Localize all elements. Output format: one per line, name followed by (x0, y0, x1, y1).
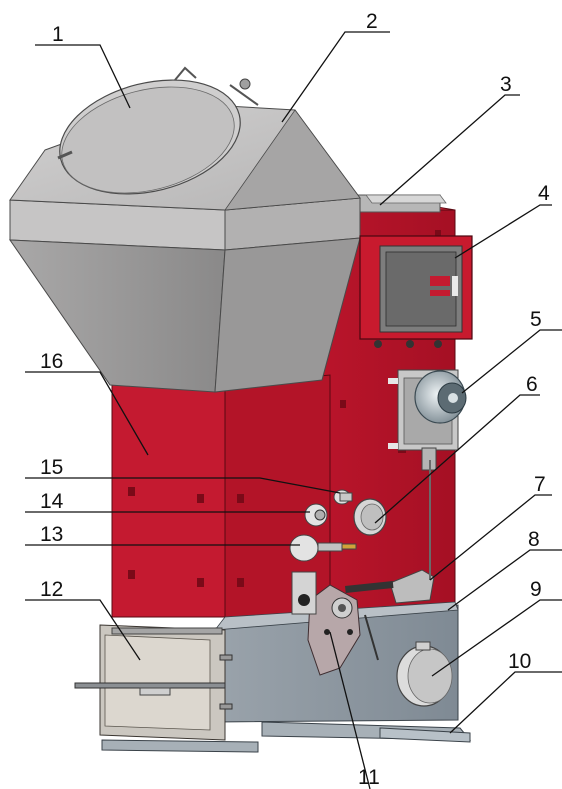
sensor-14 (304, 503, 328, 527)
callout-1: 1 (52, 23, 64, 46)
callout-16: 16 (40, 350, 63, 373)
callout-leaders (25, 31, 562, 789)
callout-6: 6 (526, 373, 538, 396)
callout-8: 8 (528, 528, 540, 551)
hopper-lid (57, 66, 259, 195)
top-cover-plate (357, 194, 447, 213)
callout-9: 9 (530, 578, 542, 601)
callout-11: 11 (358, 766, 380, 789)
callout-12: 12 (40, 578, 63, 601)
sensor-15 (333, 489, 353, 505)
callout-14: 14 (40, 490, 64, 513)
callout-labels: 1 2 3 4 5 6 7 8 9 10 11 12 13 14 15 16 (40, 10, 550, 789)
base-rail (101, 721, 472, 753)
fan-motor (388, 369, 467, 471)
callout-13: 13 (40, 523, 63, 546)
callout-4: 4 (538, 182, 550, 205)
callout-3: 3 (500, 73, 512, 96)
side-cover-9 (396, 641, 453, 707)
callout-15: 15 (40, 456, 63, 479)
control-panel (359, 235, 473, 348)
sensor-13 (289, 534, 357, 562)
callout-7: 7 (534, 473, 546, 496)
safety-thermostat (353, 498, 387, 536)
ash-box-12 (74, 624, 233, 741)
callout-5: 5 (530, 308, 542, 331)
callout-10: 10 (508, 650, 531, 673)
callout-2: 2 (366, 10, 378, 33)
burner-flap-mechanism (291, 571, 379, 676)
door-lever (345, 460, 435, 604)
